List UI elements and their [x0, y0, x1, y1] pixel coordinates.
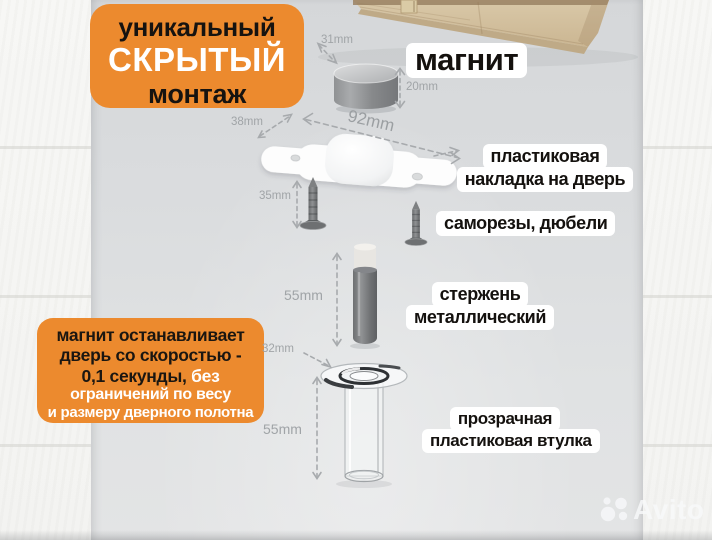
dimension-screw-length: 35mm [259, 190, 291, 202]
screws-label: саморезы, дюбели [436, 211, 616, 236]
plastic-sleeve-image [320, 362, 408, 488]
badge-line: магнит останавливает [56, 325, 245, 345]
badge-line: монтаж [148, 79, 246, 110]
rod-label-line: металлический [405, 305, 555, 330]
magnet-speed-badge: магнит останавливает дверь со скоростью … [37, 318, 264, 423]
brick-wall-left [0, 0, 91, 540]
sleeve-label-line: пластиковая втулка [422, 429, 600, 453]
screw-icon [404, 200, 428, 246]
badge-line: СКРЫТЫЙ [108, 41, 286, 79]
badge-line: уникальный [118, 12, 276, 42]
screws-label-text: саморезы, дюбели [436, 211, 616, 236]
magnet-label-text: магнит [406, 43, 528, 78]
dimension-magnet-diameter: 31mm [321, 34, 353, 46]
rod-label: стержень металлический [396, 282, 564, 330]
door-bottom-image [318, 0, 638, 67]
magnet-label: магнит [406, 43, 528, 78]
metal-rod-image [350, 243, 380, 349]
badge-line: 0,1 секунды, без [37, 366, 264, 386]
screw-icon [299, 177, 327, 230]
badge-text-bold: 0,1 секунды, [81, 365, 187, 386]
magnet-image [333, 63, 399, 114]
unique-mounting-badge: уникальный СКРЫТЫЙ монтаж [90, 4, 304, 110]
plate-label-line: пластиковая [482, 144, 608, 169]
sleeve-label-line: прозрачная [449, 407, 561, 431]
badge-line: ограничений по весу [70, 385, 231, 403]
badge-text-light: без [186, 365, 220, 386]
dimension-magnet-height: 20mm [406, 81, 438, 93]
dimension-sleeve-diameter: 32mm [262, 343, 294, 355]
door-plate-image [261, 133, 457, 188]
plate-label-line: накладка на дверь [456, 167, 634, 192]
sleeve-label: прозрачная пластиковая втулка [422, 407, 600, 453]
dimension-rod-length: 55mm [284, 287, 323, 303]
avito-watermark-text: Avito [633, 494, 705, 525]
dimension-sleeve-length: 55mm [263, 421, 302, 437]
plate-label: пластиковая накладка на дверь [452, 144, 638, 192]
dimension-arrows [257, 42, 461, 480]
dimension-plate-depth: 38mm [231, 116, 263, 128]
badge-line: и размеру дверного полотна [47, 404, 254, 422]
floor-shadow [0, 530, 712, 540]
rod-label-line: стержень [431, 282, 529, 307]
badge-line: дверь со скоростью - [59, 345, 242, 366]
avito-logo-icon [600, 497, 628, 522]
avito-watermark: Avito [598, 494, 704, 526]
brick-wall-right [643, 0, 712, 540]
